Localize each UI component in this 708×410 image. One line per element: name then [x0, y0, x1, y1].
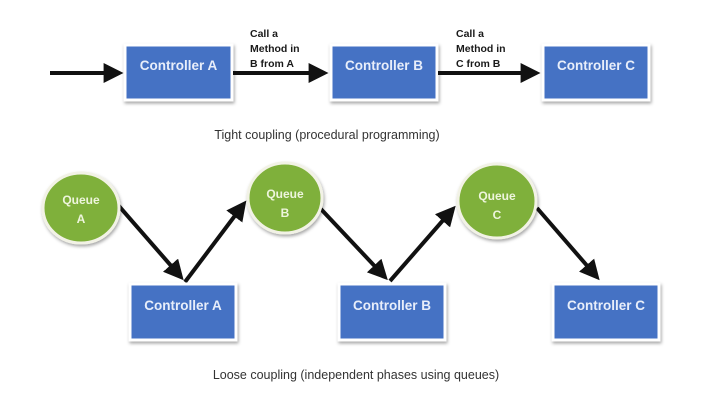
arrow-queue-c-to-controller-c [535, 206, 600, 281]
controller-label: Controller C [567, 298, 645, 313]
tight-controller-c: Controller C [541, 43, 651, 102]
arrow-queue-a-to-controller-a [116, 203, 184, 281]
call-note-line: C from B [456, 58, 501, 70]
queue-label-line: A [77, 212, 86, 226]
tight-controller-a: Controller A [123, 43, 234, 102]
call-note-line: Call a [250, 28, 278, 40]
call-note-line: B from A [250, 58, 294, 70]
controller-box [128, 282, 238, 342]
queue-label-line: Queue [62, 193, 100, 207]
controller-box [337, 282, 447, 342]
controller-label: Controller A [144, 298, 222, 313]
arrow-controller-b-to-queue-c [388, 205, 456, 283]
queue-c: Queue C [456, 162, 538, 240]
queue-label-line: B [281, 206, 290, 220]
loose-controller-b: Controller B [337, 282, 447, 342]
queue-circle [246, 161, 324, 235]
call-note-a-to-b: Call a Method in B from A [250, 28, 300, 70]
call-note-line: Method in [456, 43, 506, 55]
controller-label: Controller C [557, 58, 635, 73]
queue-label-line: C [493, 208, 502, 222]
queue-label-line: Queue [478, 189, 516, 203]
queue-label-line: Queue [266, 187, 304, 201]
tight-coupling-caption: Tight coupling (procedural programming) [214, 128, 439, 142]
controller-label: Controller A [140, 58, 218, 73]
queue-circle [456, 162, 538, 240]
loose-controller-a: Controller A [128, 282, 238, 342]
loose-coupling-caption: Loose coupling (independent phases using… [213, 368, 499, 382]
queue-a: Queue A [41, 171, 121, 245]
call-note-line: Call a [456, 28, 484, 40]
controller-box [541, 43, 651, 102]
call-note-b-to-c: Call a Method in C from B [456, 28, 506, 70]
call-note-line: Method in [250, 43, 300, 55]
queue-circle [41, 171, 121, 245]
controller-box [329, 43, 439, 102]
controller-label: Controller B [345, 58, 423, 73]
loose-controller-c: Controller C [551, 282, 661, 342]
loose-coupling-section: Queue A Queue B Queue C Controller A Con… [41, 161, 661, 382]
controller-box [551, 282, 661, 342]
tight-controller-b: Controller B [329, 43, 439, 102]
arrow-controller-a-to-queue-b [183, 200, 247, 284]
arrow-queue-b-to-controller-b [317, 205, 388, 281]
controller-box [123, 43, 234, 102]
controller-label: Controller B [353, 298, 431, 313]
tight-coupling-section: Controller A Call a Method in B from A C… [50, 28, 651, 142]
queue-b: Queue B [246, 161, 324, 235]
